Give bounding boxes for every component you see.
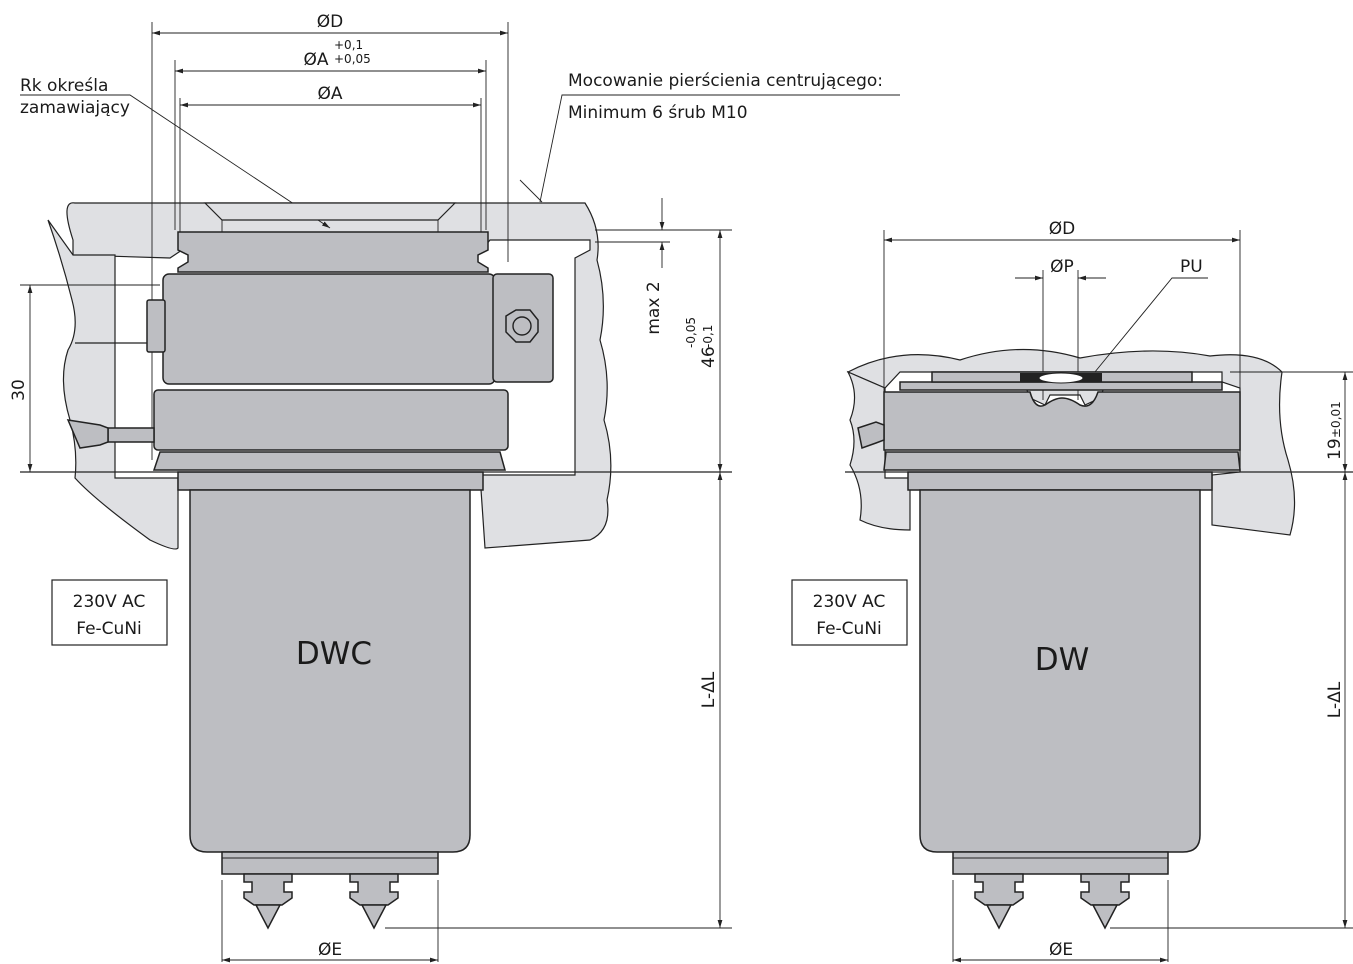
right-model-label: DW <box>1035 642 1090 678</box>
left-dim-d: ØD <box>317 12 343 32</box>
left-hex-nut <box>505 309 539 343</box>
right-spec-box <box>791 579 908 646</box>
right-side-nozzle <box>857 421 885 449</box>
left-note-mount-line1: Mocowanie pierścienia centrującego: <box>568 71 883 91</box>
left-spec-line1: 230V AC <box>73 592 146 612</box>
left-body-flange <box>177 471 484 491</box>
right-mounting-wall-lower <box>846 370 911 531</box>
left-note-rk-leader <box>20 94 331 229</box>
right-base-plate <box>952 851 1169 875</box>
left-lower-housing <box>153 389 509 451</box>
left-tol-46-lower: -0,1 <box>701 325 715 348</box>
left-base-plate <box>221 851 439 875</box>
left-side-nozzle <box>66 419 109 449</box>
right-dim-d: ØD <box>1049 219 1075 239</box>
right-dim-l: L-ΔL <box>1325 681 1345 718</box>
right-main-body <box>919 489 1201 853</box>
left-view-dwc: ØD ØA +0,1 +0,05 ØA Rk określa zamawiają… <box>9 12 900 963</box>
left-tol-46-upper: -0,05 <box>684 317 698 348</box>
right-dim-e: ØE <box>1049 940 1073 960</box>
left-dim-a: ØA <box>317 84 342 104</box>
left-tol-a-lower: +0,05 <box>334 52 371 66</box>
right-upper-body <box>883 391 1241 451</box>
left-terminal-2 <box>349 873 399 930</box>
right-label-pu: PU <box>1180 257 1203 277</box>
right-terminal-2 <box>1080 873 1130 930</box>
left-terminal-1 <box>243 873 293 930</box>
left-tol-a-upper: +0,1 <box>334 38 363 52</box>
right-dim-p: ØP <box>1050 257 1074 277</box>
left-note-rk-line2: zamawiający <box>20 98 130 118</box>
left-centering-ring <box>177 231 489 273</box>
left-spec-box <box>51 579 168 646</box>
left-dim-max: max 2 <box>644 281 664 334</box>
left-note-mount-leader <box>539 94 900 203</box>
right-body-flange <box>907 471 1213 491</box>
right-terminal-1 <box>974 873 1024 930</box>
left-upper-housing <box>162 273 496 385</box>
left-spec-line2: Fe-CuNi <box>76 619 142 639</box>
right-pu-leader <box>1089 277 1208 379</box>
right-dim-19: 19 <box>1325 438 1345 460</box>
right-spec-line1: 230V AC <box>813 592 886 612</box>
left-dim-a-tol: ØA <box>303 50 328 70</box>
right-tol-19: ±0,01 <box>1329 401 1343 438</box>
left-side-port <box>146 299 166 353</box>
left-dim-46: 46 <box>699 346 719 368</box>
left-mounting-wall-lower <box>47 219 179 550</box>
left-note-rk-line1: Rk określa <box>20 76 108 96</box>
left-dim-30: 30 <box>9 379 29 401</box>
left-dim-l: L-ΔL <box>699 671 719 708</box>
left-dim-e: ØE <box>318 940 342 960</box>
left-main-body <box>189 489 471 853</box>
right-spec-line2: Fe-CuNi <box>816 619 882 639</box>
right-view-dw: ØD ØP PU DW <box>791 219 1353 963</box>
left-model-label: DWC <box>296 636 372 672</box>
left-note-mount-line2: Minimum 6 śrub M10 <box>568 103 748 123</box>
